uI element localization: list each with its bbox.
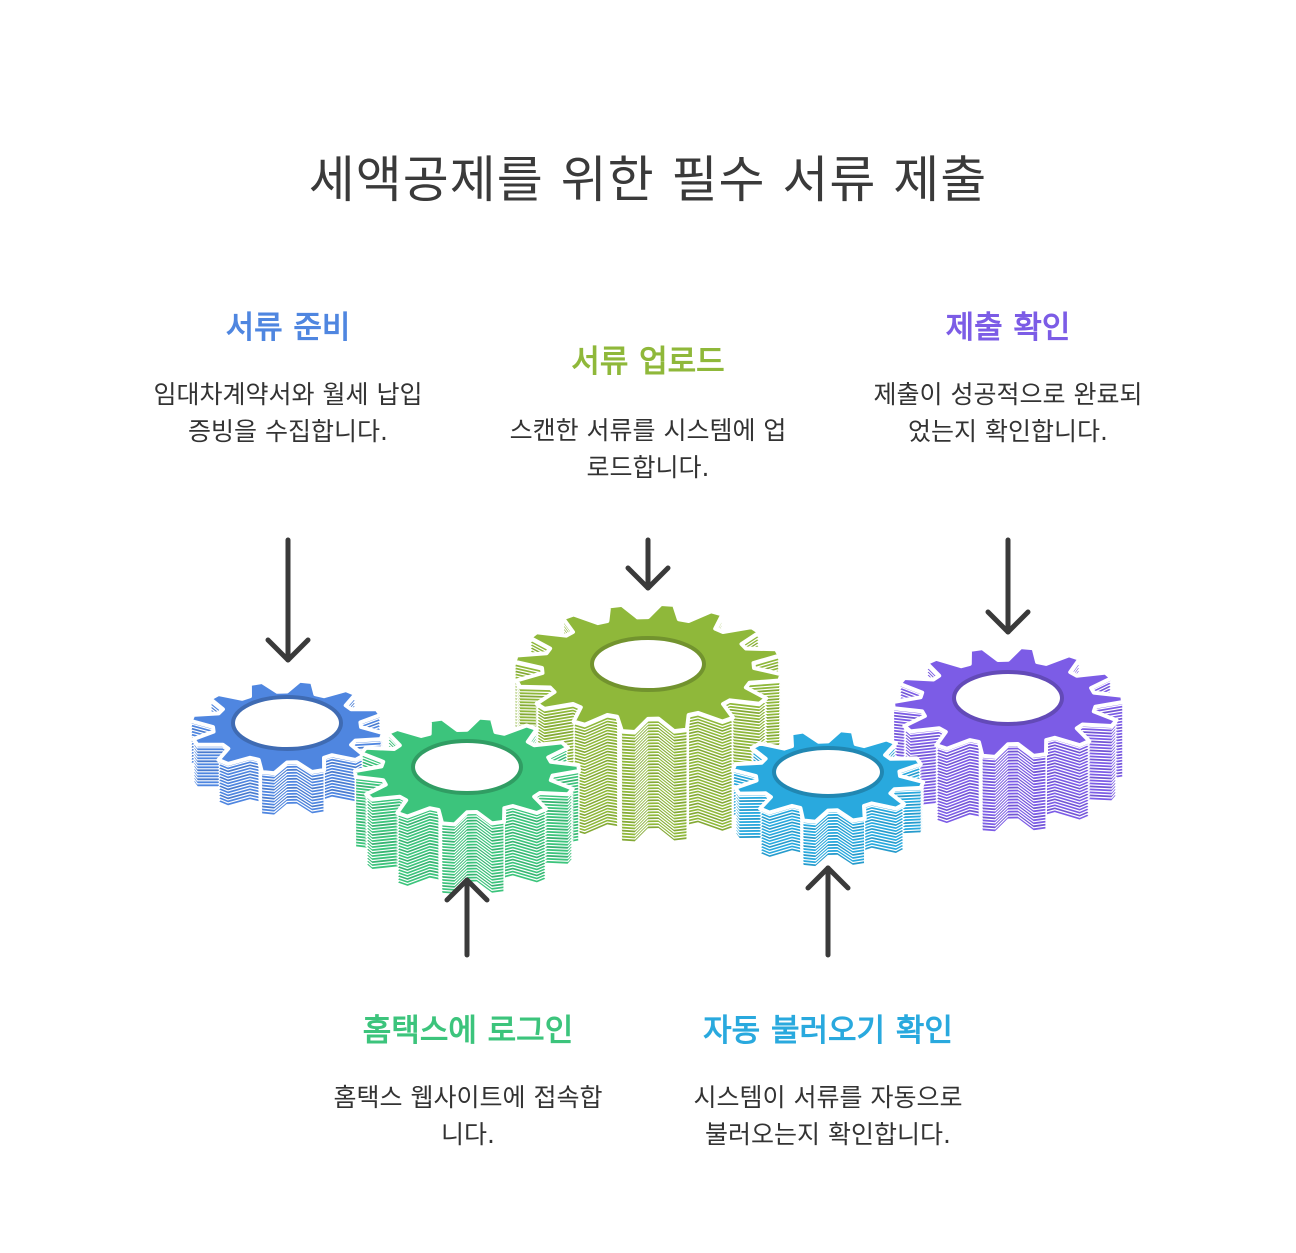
gear-confirm bbox=[891, 645, 1125, 833]
arrow-down-prepare bbox=[265, 537, 311, 663]
step-desc-login: 홈택스 웹사이트에 접속합니다. bbox=[333, 1083, 603, 1149]
step-desc-confirm: 제출이 성공적으로 완료되었는지 확인합니다. bbox=[873, 380, 1143, 446]
arrow-up-autoload bbox=[805, 865, 851, 958]
step-desc-autoload: 시스템이 서류를 자동으로 불러오는지 확인합니다. bbox=[693, 1083, 963, 1149]
gear-upload-hole bbox=[590, 636, 706, 692]
gear-login-hole bbox=[411, 739, 523, 795]
gear-prepare-hole bbox=[231, 695, 343, 751]
arrow-down-upload bbox=[625, 537, 671, 591]
step-title-autoload: 자동 불러오기 확인 bbox=[703, 1013, 953, 1049]
gear-autoload bbox=[730, 728, 926, 868]
step-desc-prepare: 임대차계약서와 월세 납입 증빙을 수집합니다. bbox=[153, 380, 423, 446]
gear-autoload-hole bbox=[772, 746, 884, 798]
arrow-down-confirm bbox=[985, 537, 1031, 635]
step-title-confirm: 제출 확인 bbox=[945, 310, 1071, 346]
gear-login bbox=[353, 715, 581, 896]
gear-upload bbox=[512, 602, 784, 843]
step-title-login: 홈택스에 로그인 bbox=[362, 1013, 574, 1049]
step-title-upload: 서류 업로드 bbox=[571, 344, 725, 380]
step-title-prepare: 서류 준비 bbox=[225, 310, 351, 346]
diagram-title: 세액공제를 위한 필수 서류 제출 bbox=[308, 151, 988, 209]
gear-confirm-hole bbox=[952, 670, 1064, 726]
gear-prepare bbox=[188, 678, 386, 816]
step-desc-upload: 스캔한 서류를 시스템에 업로드합니다. bbox=[509, 416, 787, 482]
arrow-up-login bbox=[444, 877, 490, 958]
